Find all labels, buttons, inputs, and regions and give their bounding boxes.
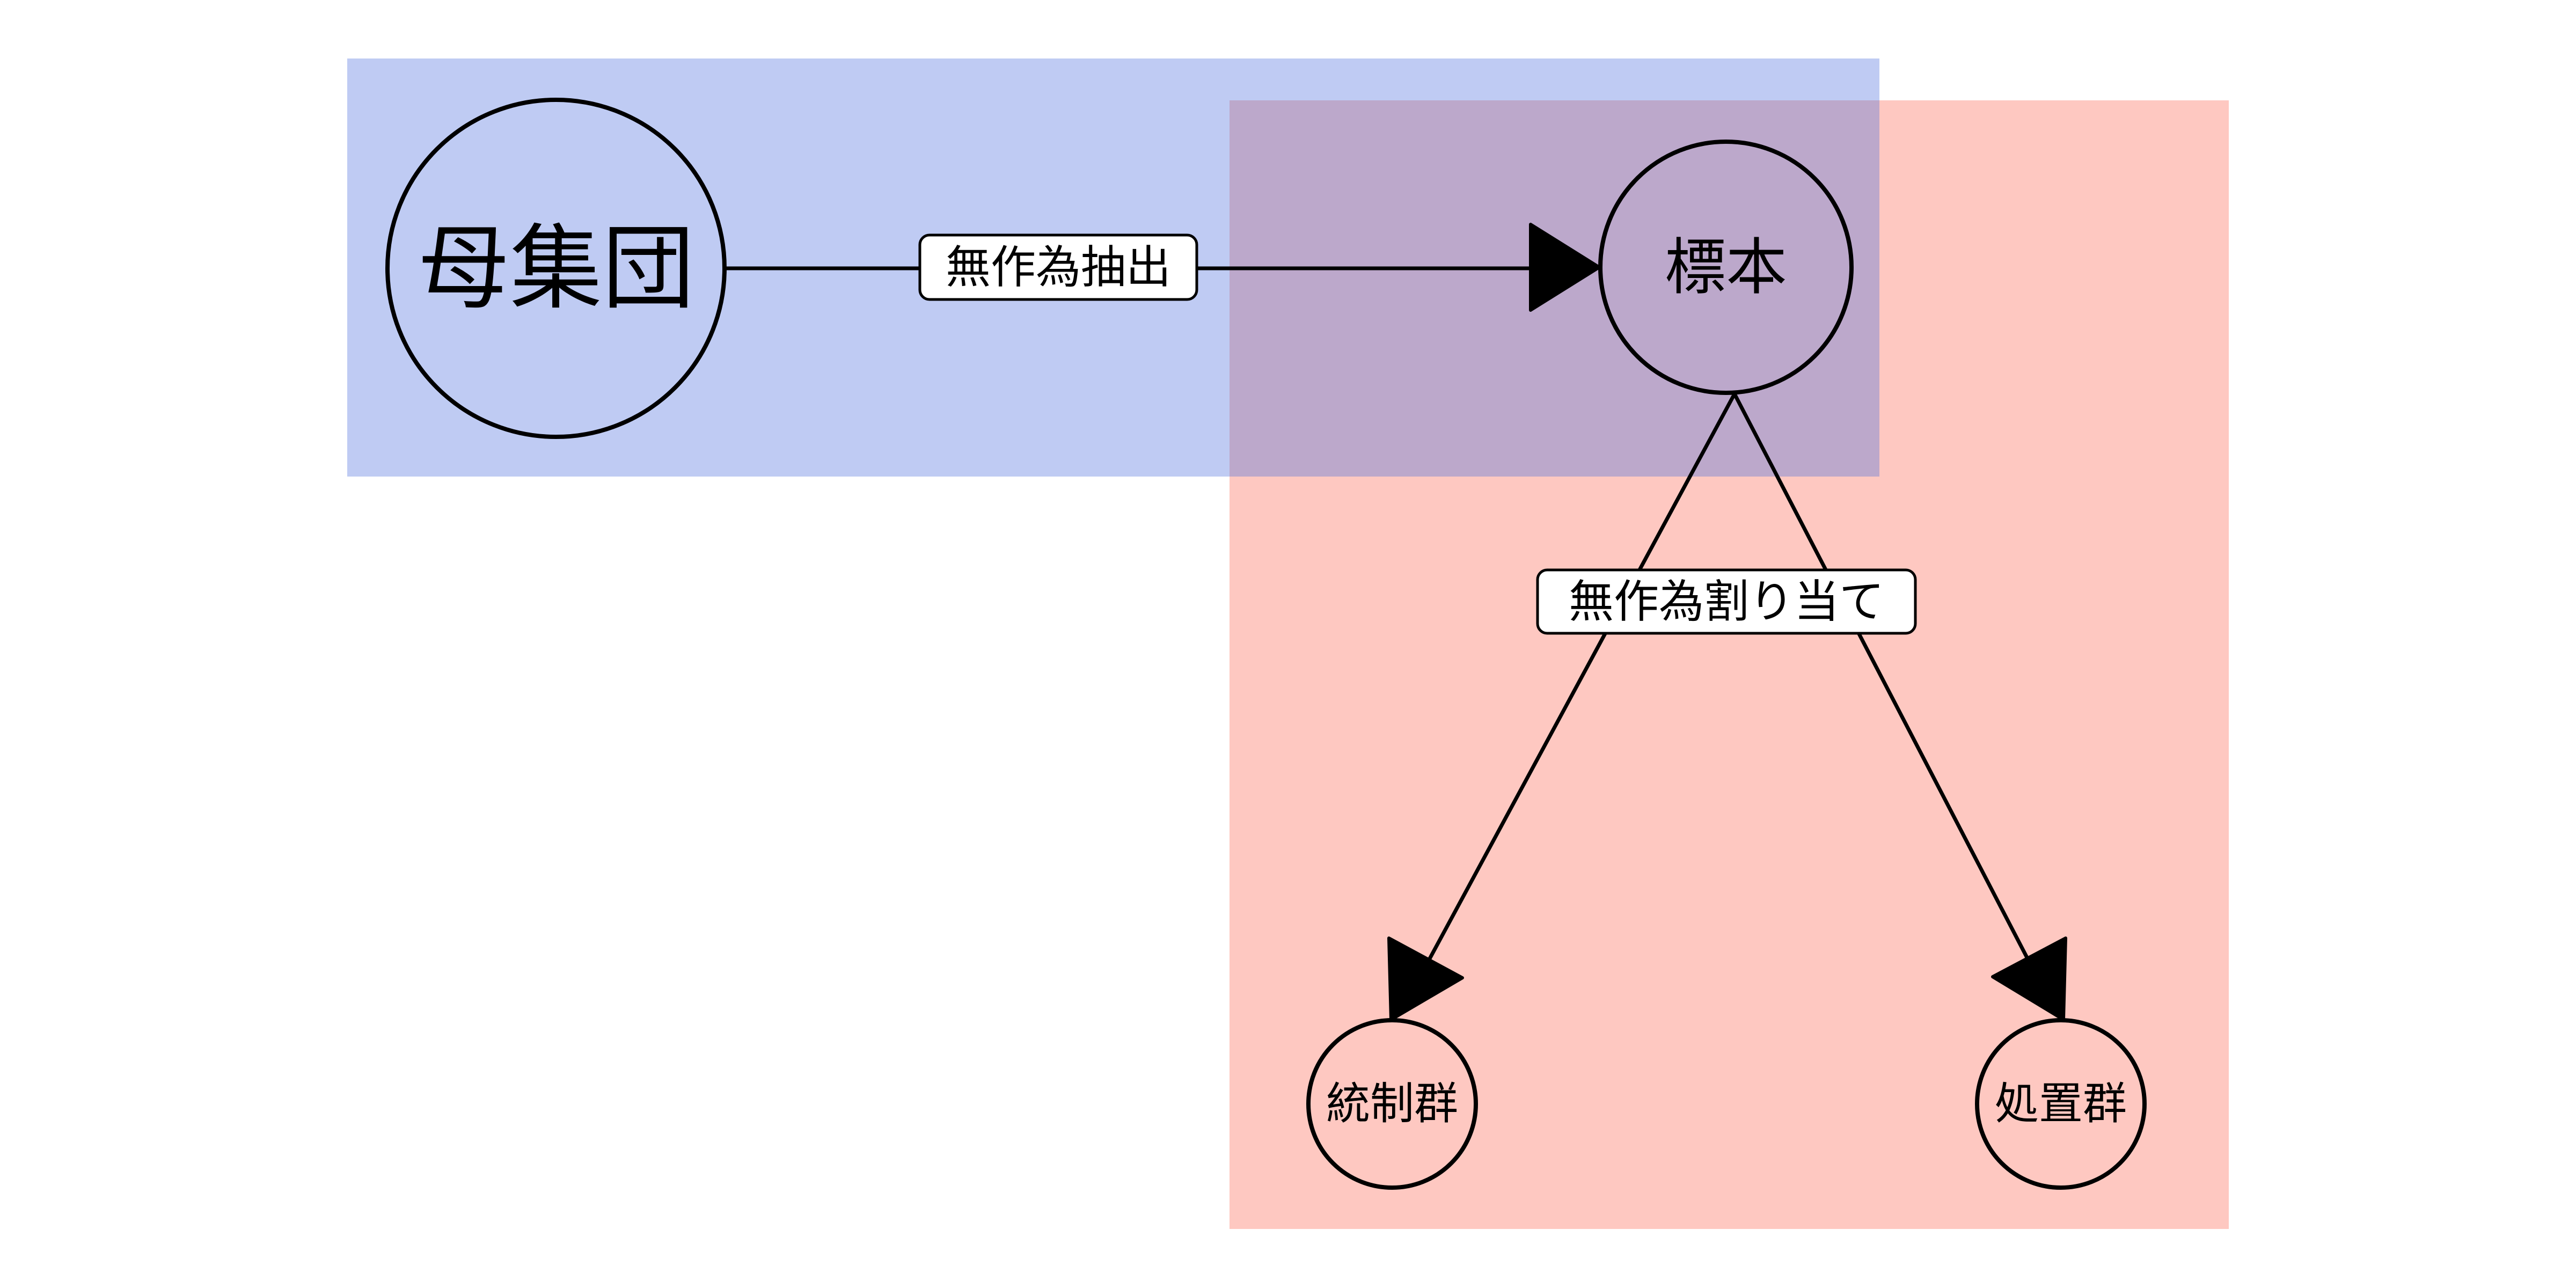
edge-label-sampling: 無作為抽出: [918, 233, 1198, 301]
node-sample[interactable]: 標本: [1598, 140, 1854, 395]
edge-label-assignment-text: 無作為割り当て: [1569, 575, 1884, 628]
node-control[interactable]: 統制群: [1306, 1018, 1478, 1190]
arrowhead-sample-icon: [1529, 223, 1601, 312]
arrowhead-treatment-icon: [1991, 936, 2067, 1021]
edge-assignment-control-line: [1426, 393, 1737, 962]
edge-label-sampling-text: 無作為抽出: [946, 241, 1171, 294]
arrowhead-control-icon: [1387, 936, 1464, 1021]
node-treatment[interactable]: 処置群: [1975, 1018, 2147, 1190]
node-sample-label: 標本: [1665, 232, 1787, 303]
node-control-label: 統制群: [1326, 1079, 1458, 1130]
node-population[interactable]: 母集団: [385, 98, 727, 439]
node-treatment-label: 処置群: [1995, 1079, 2127, 1130]
edge-label-assignment: 無作為割り当て: [1536, 568, 1917, 635]
edge-assignment-treatment-line: [1732, 393, 2031, 962]
node-population-label: 母集団: [418, 215, 694, 323]
